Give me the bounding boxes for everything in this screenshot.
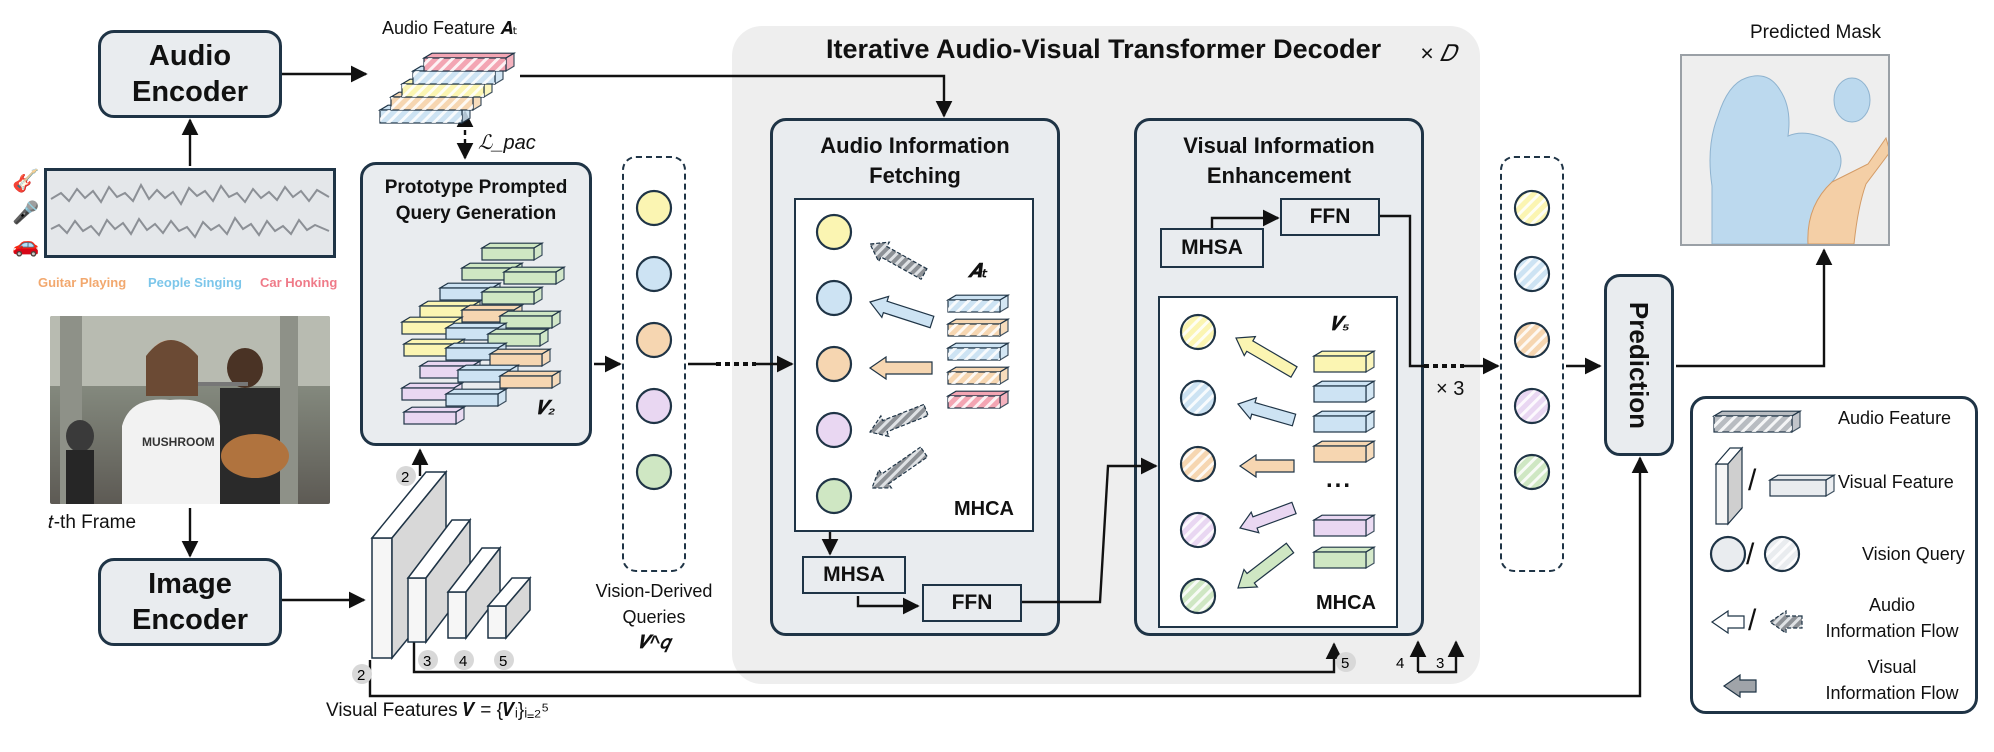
level-2-upper-badge: 2 xyxy=(401,469,409,486)
vision-queries-column xyxy=(622,156,686,572)
legend-slash-1: / xyxy=(1748,464,1757,497)
vie-mhca-label: MHCA xyxy=(1316,592,1376,614)
aif-mhsa-box: MHSA xyxy=(802,556,906,594)
guitar-icon: 🎸 xyxy=(12,168,40,193)
decoder-repeat-label: × 𝐷 xyxy=(1420,40,1456,66)
level-3-badge: 3 xyxy=(423,653,431,670)
pac-loss-label: ℒ_pac xyxy=(478,132,536,154)
vie-mhca-box xyxy=(1158,296,1398,628)
vie-mhsa-label: MHSA xyxy=(1181,236,1243,259)
predicted-mask-label: Predicted Mask xyxy=(1750,22,1881,43)
aif-title: Audio Information Fetching xyxy=(820,133,1010,188)
legend-visual-feature: Visual Feature xyxy=(1838,472,1954,492)
aif-mhsa-label: MHSA xyxy=(823,563,885,586)
vie-ellipsis: ... xyxy=(1326,466,1353,493)
vie-ffn-label: FFN xyxy=(1309,205,1351,228)
vie-ffn-box: FFN xyxy=(1280,198,1380,236)
people-singing-label: People Singing xyxy=(148,275,242,290)
aif-ffn-box: FFN xyxy=(922,584,1022,622)
svg-text:MUSHROOM: MUSHROOM xyxy=(142,435,215,449)
mask-shapes xyxy=(1709,75,1891,245)
level-2-badge: 2 xyxy=(357,667,365,684)
legend-vision-query: Vision Query xyxy=(1862,544,1965,564)
frame-caption: 𝑡-th Frame xyxy=(48,512,137,533)
image-encoder-label: Image Encoder xyxy=(131,568,249,636)
level-4-badge: 4 xyxy=(459,653,467,670)
predicted-mask-image xyxy=(1680,54,1891,246)
input-video-frame: MUSHROOM xyxy=(50,316,330,504)
legend-slash-2: / xyxy=(1746,538,1755,571)
visual-feature-pyramid xyxy=(370,469,532,661)
vie-visual-feature-label: 𝑽₅ xyxy=(1330,314,1350,335)
audio-waveform xyxy=(44,168,336,258)
decoder-title: Iterative Audio-Visual Transformer Decod… xyxy=(826,34,1382,64)
prediction-box: Prediction xyxy=(1604,274,1674,456)
legend-audio-flow: Audio Information Flow xyxy=(1825,595,1959,641)
vision-queries-symbol: 𝑽^𝑞 xyxy=(638,632,670,652)
ppqg-title: Prototype Prompted Query Generation xyxy=(384,177,568,224)
audio-feature-slab xyxy=(377,104,473,125)
audio-feature-slab xyxy=(388,91,484,112)
audio-feature-stack xyxy=(377,52,517,125)
legend-slash-3: / xyxy=(1748,604,1757,637)
aif-ffn-label: FFN xyxy=(951,591,993,614)
vie-mhsa-box: MHSA xyxy=(1160,228,1264,268)
image-encoder-box: Image Encoder xyxy=(98,558,282,646)
aif-mhca-box xyxy=(794,198,1034,532)
audio-feature-slab xyxy=(421,52,517,73)
vision-queries-caption: Vision-Derived Queries xyxy=(595,581,713,627)
output-queries-column xyxy=(1500,156,1564,572)
prediction-label: Prediction xyxy=(1624,301,1655,429)
vie-title: Visual Information Enhancement xyxy=(1183,133,1375,188)
visual-features-caption: Visual Features 𝑽 = {𝑽ᵢ}ᵢ₌₂⁵ xyxy=(326,700,550,721)
guitar-playing-label: Guitar Playing xyxy=(38,275,127,290)
audio-encoder-box: Audio Encoder xyxy=(98,30,282,118)
aif-audio-feature-label: 𝑨ₜ xyxy=(968,261,987,282)
people-icon: 🎤 xyxy=(12,200,40,225)
waveform-lines xyxy=(50,182,330,239)
audio-feature-label: Audio Feature 𝑨ₜ xyxy=(382,18,518,38)
car-icon: 🚗 xyxy=(12,232,40,257)
audio-encoder-label: Audio Encoder xyxy=(131,40,249,108)
car-honking-label: Car Honking xyxy=(260,275,338,290)
level-5-badge: 5 xyxy=(499,653,507,670)
ppqg-feature-label: 𝑽₂ xyxy=(536,398,556,419)
legend-visual-flow: Visual Information Flow xyxy=(1825,657,1959,703)
legend-audio-feature: Audio Feature xyxy=(1838,408,1952,428)
frame-illustration: MUSHROOM xyxy=(50,316,330,504)
audio-feature-slab xyxy=(410,65,506,86)
aif-mhca-label: MHCA xyxy=(954,498,1014,520)
times-three-label: × 3 xyxy=(1436,378,1465,400)
ppqg-box: Prototype Prompted Query Generation xyxy=(360,162,592,446)
audio-feature-slab xyxy=(399,78,495,99)
